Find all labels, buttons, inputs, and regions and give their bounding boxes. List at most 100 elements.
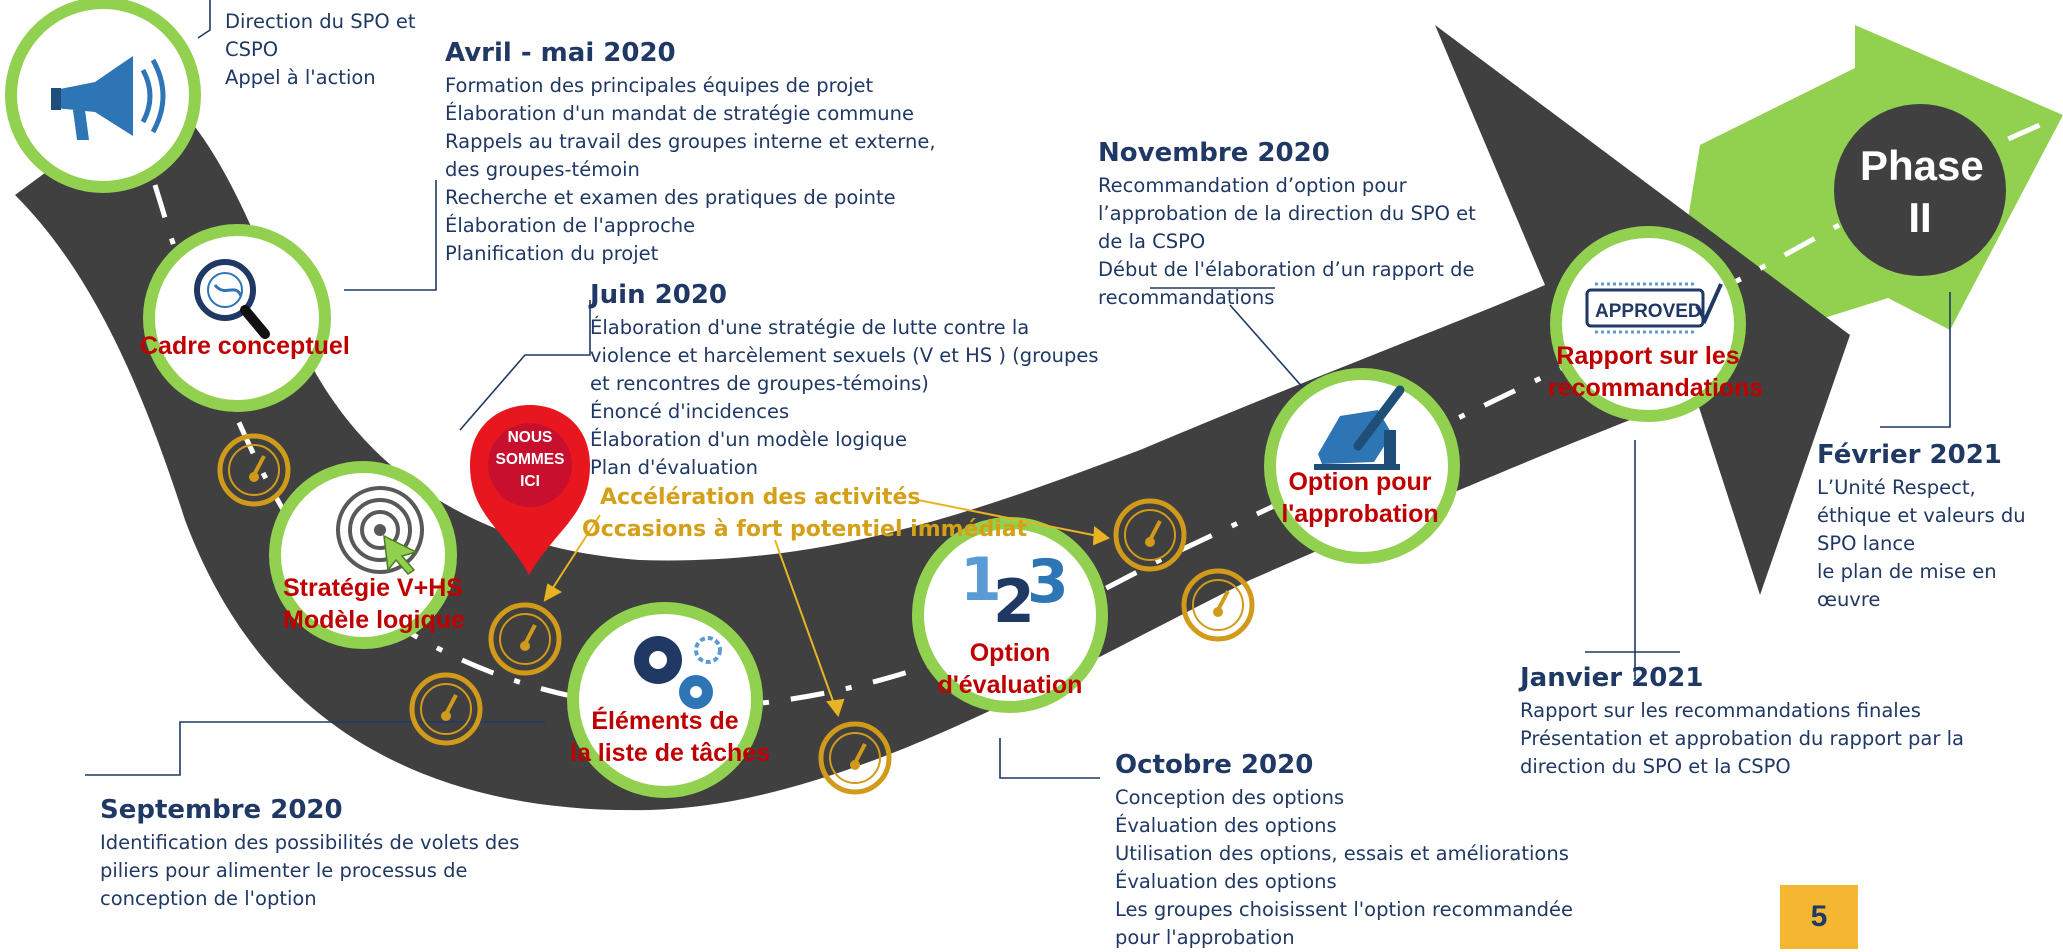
block-line: Élaboration de l'approche	[445, 214, 696, 237]
block-line: L’Unité Respect,	[1817, 476, 1976, 499]
gears-icon	[634, 636, 722, 709]
block-janvier: Janvier 2021 Rapport sur les recommandat…	[1520, 663, 1964, 781]
block-line: le plan de mise en	[1817, 560, 1997, 583]
block-line: Recherche et examen des pratiques de poi…	[445, 186, 896, 209]
block-heading: Février 2021	[1817, 440, 2002, 470]
block-line: Utilisation des options, essais et améli…	[1115, 842, 1569, 865]
block-line: l’approbation de la direction du SPO et	[1098, 202, 1476, 225]
pin-label-line: ICI	[520, 473, 540, 490]
gauge-icon	[409, 672, 483, 746]
magnifier-icon	[194, 259, 270, 339]
milestone-line: d'évaluation	[937, 671, 1083, 699]
approved-stamp-icon: APPROVED	[1585, 282, 1723, 334]
block-line: Appel à l'action	[225, 66, 376, 89]
milestone-option-approb: Option pour l'approbation	[1270, 466, 1450, 530]
block-line: CSPO	[225, 38, 279, 61]
pin-label: NOUS SOMMES ICI	[475, 427, 585, 493]
block-line: Présentation et approbation du rapport p…	[1520, 727, 1964, 750]
block-line: conception de l'option	[100, 887, 317, 910]
block-line: Planification du projet	[445, 242, 659, 265]
block-novembre: Novembre 2020 Recommandation d’option po…	[1098, 138, 1476, 312]
block-line: des groupes-témoin	[445, 158, 640, 181]
block-line: Rappels au travail des groupes interne e…	[445, 130, 936, 153]
block-septembre: Septembre 2020 Identification des possib…	[100, 795, 519, 913]
block-line: Début de l'élaboration d’un rapport de	[1098, 258, 1475, 281]
block-line: Plan d'évaluation	[590, 456, 758, 479]
milestone-cadre: Cadre conceptuel	[140, 330, 350, 362]
block-line: SPO lance	[1817, 532, 1916, 555]
gauges	[217, 433, 1255, 795]
opportunities-label: Occasions à fort potentiel immédiat	[582, 517, 1028, 542]
phase-label-line: II	[1908, 194, 1932, 241]
acceleration-label: Accélération des activités	[600, 485, 921, 510]
block-line: et rencontres de groupes-témoins)	[590, 372, 929, 395]
location-pin-icon	[470, 405, 590, 575]
milestone-line: l'approbation	[1281, 500, 1439, 528]
block-heading: Janvier 2021	[1520, 663, 1704, 693]
block-heading: Avril - mai 2020	[445, 38, 676, 68]
milestone-line: la liste de tâches	[570, 739, 771, 767]
gauge-icon	[488, 602, 562, 676]
block-line: Énoncé d'incidences	[590, 400, 790, 423]
block-line: œuvre	[1817, 588, 1881, 611]
svg-text:2: 2	[993, 567, 1035, 637]
numbers-123-icon: 1 2 3	[960, 545, 1069, 637]
milestone-line: Option	[969, 639, 1051, 667]
pin-label-line: SOMMES	[495, 451, 565, 468]
phase-label: Phase II	[1860, 140, 1984, 244]
block-juin: Juin 2020 Élaboration d'une stratégie de…	[590, 280, 1099, 482]
block-line: Recommandation d’option pour	[1098, 174, 1407, 197]
block-line: Conception des options	[1115, 786, 1345, 809]
block-line: Évaluation des options	[1115, 870, 1337, 893]
block-line: Évaluation des options	[1115, 814, 1337, 837]
block-line: Les groupes choisissent l'option recomma…	[1115, 898, 1573, 921]
block-line: violence et harcèlement sexuels (V et HS…	[590, 344, 1099, 367]
target-cursor-icon	[336, 486, 424, 575]
svg-text:1: 1	[960, 545, 1002, 615]
block-heading: Juin 2020	[590, 280, 728, 310]
block-line: pour l'approbation	[1115, 926, 1295, 949]
block-line: direction du SPO et la CSPO	[1520, 755, 1791, 778]
block-heading: Octobre 2020	[1115, 750, 1314, 780]
gauge-icon	[1181, 568, 1255, 642]
block-heading: Septembre 2020	[100, 795, 343, 825]
megaphone-icon	[51, 56, 166, 140]
block-line: Direction du SPO et	[225, 10, 416, 33]
milestone-line: Option pour	[1288, 468, 1432, 496]
block-line: Élaboration d'un mandat de stratégie com…	[445, 102, 914, 125]
block-line: Identification des possibilités de volet…	[100, 831, 520, 854]
orange-pointers	[543, 499, 1110, 718]
block-line: recommandations	[1098, 286, 1275, 309]
block-octobre: Octobre 2020 Conception des options Éval…	[1115, 750, 1573, 952]
milestone-elements: Éléments de la liste de tâches	[570, 705, 771, 769]
phase-circle	[1834, 104, 2006, 276]
block-line: de la CSPO	[1098, 230, 1206, 253]
gauge-icon	[1113, 498, 1187, 572]
milestone-option-eval: Option d'évaluation	[920, 637, 1100, 701]
block-line: éthique et valeurs du	[1817, 504, 2026, 527]
approved-stamp-text: APPROVED	[1595, 301, 1702, 322]
milestone-line: Stratégie V+HS	[283, 574, 463, 602]
milestone-line: recommandations	[1548, 374, 1764, 402]
block-avril: Avril - mai 2020 Formation des principal…	[445, 38, 936, 268]
block-line: piliers pour alimenter le processus de	[100, 859, 468, 882]
milestone-rapport: Rapport sur les recommandations	[1548, 340, 1764, 404]
milestone-line: Cadre conceptuel	[140, 332, 350, 360]
hand-writing-icon	[1314, 385, 1405, 470]
milestone-strategie: Stratégie V+HS Modèle logique	[283, 572, 465, 636]
leader-lines	[85, 0, 1951, 779]
gauge-icon	[217, 433, 291, 507]
milestone-line: Modèle logique	[283, 606, 465, 634]
pin-label-line: NOUS	[507, 429, 553, 446]
block-heading: Novembre 2020	[1098, 138, 1330, 168]
phase-label-line: Phase	[1860, 142, 1984, 189]
block-line: Rapport sur les recommandations finales	[1520, 699, 1921, 722]
block-top-left: Direction du SPO et CSPO Appel à l'actio…	[225, 8, 416, 92]
svg-text:3: 3	[1027, 547, 1069, 617]
gauge-icon	[818, 721, 892, 795]
block-line: Élaboration d'un modèle logique	[590, 428, 907, 451]
block-fevrier: Février 2021 L’Unité Respect, éthique et…	[1817, 440, 2026, 614]
milestone-line: Éléments de	[591, 707, 739, 735]
page-number: 5	[1780, 885, 1858, 949]
